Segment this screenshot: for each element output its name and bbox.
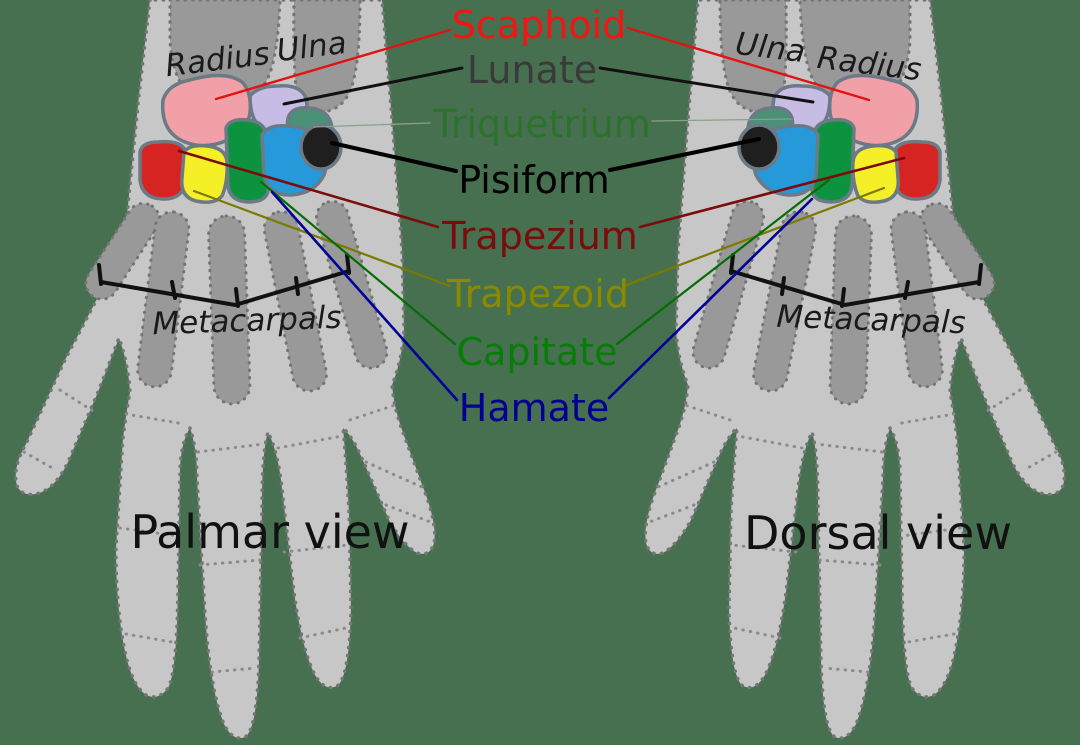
trapezoid-label: Trapezoid — [446, 272, 629, 316]
lunate-leader-left — [282, 66, 464, 106]
trapezium-leader-right — [638, 156, 906, 229]
triquetrium-leader-right — [651, 118, 792, 122]
hamate-label: Hamate — [459, 386, 609, 430]
hamate-leader-left — [270, 190, 459, 402]
ulna-label-right: Ulna — [733, 26, 807, 70]
metacarpal-bones — [84, 199, 389, 406]
dorsal-view-caption: Dorsal view — [744, 506, 1012, 560]
leader-lines — [177, 26, 906, 402]
trapezoid-leader-left — [192, 189, 452, 288]
scaphoid-leader-right — [626, 26, 871, 102]
capitate-leader-left — [259, 180, 457, 346]
pisiform-bone — [299, 123, 343, 171]
pisiform-label: Pisiform — [458, 158, 610, 202]
trapezoid-bone — [180, 143, 229, 204]
metacarpals-label-right: Metacarpals — [776, 299, 966, 342]
capitate-bone — [224, 117, 270, 204]
triquetrium-label: Triquetrium — [432, 102, 651, 146]
lunate-label: Lunate — [467, 48, 597, 92]
forearm-bones — [168, 0, 362, 114]
metacarpal-4 — [262, 210, 328, 393]
scaphoid-label: Scaphoid — [452, 3, 626, 47]
metacarpal-2 — [136, 210, 191, 389]
palmar-view-caption: Palmar view — [130, 505, 409, 559]
hand-palmar — [13, 0, 437, 740]
capitate-label: Capitate — [457, 330, 618, 374]
radius-bone — [168, 0, 282, 102]
capitate-leader-right — [615, 178, 831, 346]
lunate-leader-right — [598, 66, 815, 104]
hamate-leader-right — [607, 197, 814, 400]
metacarpal-3 — [207, 214, 252, 406]
carpal-label-column: Scaphoid Lunate Triquetrium Pisiform Tra… — [432, 3, 651, 430]
metacarpals-label-left: Metacarpals — [152, 300, 342, 343]
metacarpals-bracket-left — [97, 253, 351, 308]
pisiform-leader-right — [608, 137, 761, 172]
pisiform-leader-left — [330, 141, 458, 173]
scaphoid-leader-left — [214, 28, 452, 101]
ulna-label-left: Ulna — [275, 25, 349, 69]
trapezium-label: Trapezium — [441, 214, 638, 258]
phalanx-joints — [22, 388, 435, 674]
carpal-bones — [138, 73, 343, 204]
triquetrium-leader-left — [313, 122, 431, 128]
metacarpal-1 — [84, 201, 161, 301]
trapezium-leader-left — [177, 149, 440, 229]
